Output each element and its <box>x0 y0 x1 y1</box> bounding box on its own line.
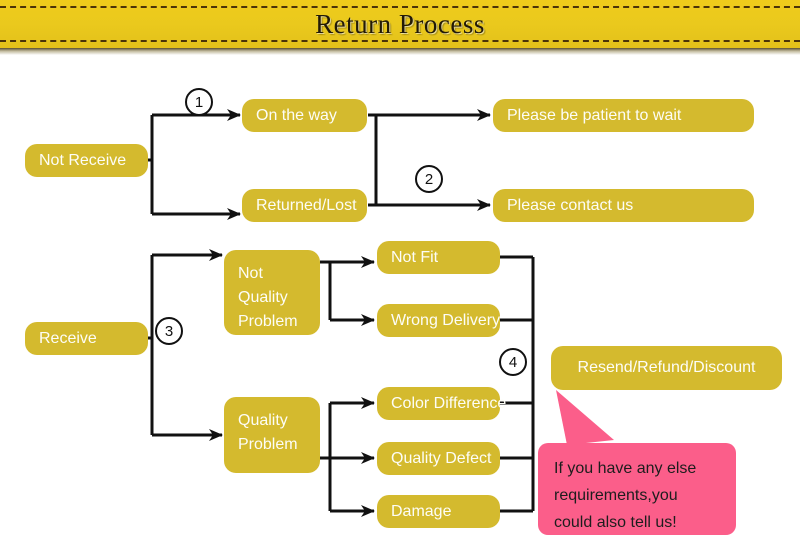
node-color-difference[interactable]: Color Difference <box>377 387 506 420</box>
step-marker-1: 1 <box>185 88 213 116</box>
callout-line-2: requirements,you <box>554 487 678 504</box>
step-marker-3: 3 <box>155 317 183 345</box>
node-returned-lost[interactable]: Returned/Lost <box>242 189 367 222</box>
callout-line-1: If you have any else <box>554 460 697 477</box>
callout-bubble: If you have any else requirements,you co… <box>538 443 736 535</box>
node-on-the-way[interactable]: On the way <box>242 99 367 132</box>
node-not-fit[interactable]: Not Fit <box>377 241 500 274</box>
node-resend-refund-discount[interactable]: Resend/Refund/Discount <box>551 346 782 390</box>
callout-tail-icon <box>556 390 614 445</box>
callout-line-3: could also tell us! <box>554 514 677 531</box>
node-not-receive[interactable]: Not Receive <box>25 144 148 177</box>
header-shadow <box>0 48 800 55</box>
node-please-be-patient-to-wait[interactable]: Please be patient to wait <box>493 99 754 132</box>
node-damage[interactable]: Damage <box>377 495 500 528</box>
node-not-quality-problem[interactable]: Not Quality Problem <box>224 250 320 335</box>
flowchart-canvas: Not Receive On the way Returned/Lost Ple… <box>0 55 800 556</box>
step-marker-4: 4 <box>499 348 527 376</box>
connector-lines <box>148 109 535 517</box>
node-quality-defect[interactable]: Quality Defect <box>377 442 500 475</box>
page-title: Return Process <box>315 8 485 39</box>
step-marker-2: 2 <box>415 165 443 193</box>
node-receive[interactable]: Receive <box>25 322 148 355</box>
page-header-banner: Return Process <box>0 0 800 48</box>
node-please-contact-us[interactable]: Please contact us <box>493 189 754 222</box>
node-wrong-delivery[interactable]: Wrong Delivery <box>377 304 500 337</box>
node-quality-problem[interactable]: Quality Problem <box>224 397 320 473</box>
